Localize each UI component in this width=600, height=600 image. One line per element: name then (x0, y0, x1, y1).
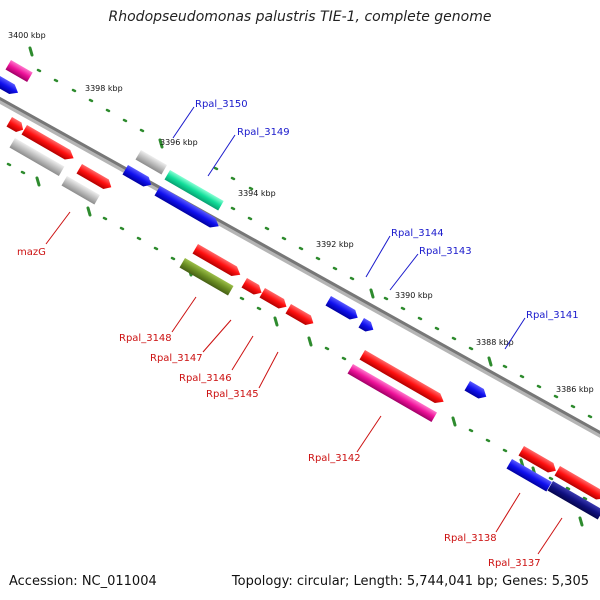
gene-arrow[interactable] (76, 164, 115, 192)
tick-label: 3394 kbp (238, 189, 276, 198)
gene-arrow[interactable] (154, 186, 222, 231)
gene-arrow[interactable] (241, 278, 265, 298)
accession-text: Accession: NC_011004 (9, 574, 157, 589)
gene-arrow[interactable] (61, 176, 100, 205)
gene-arrow[interactable] (5, 60, 33, 83)
tick-label: 3390 kbp (395, 291, 433, 300)
gene-arrow[interactable] (285, 304, 317, 328)
gene-label[interactable]: Rpal_3147 (150, 353, 203, 364)
gene-arrow[interactable] (358, 318, 377, 335)
gene-arrow[interactable] (0, 76, 21, 98)
gene-arrow[interactable] (179, 258, 234, 296)
gene-label[interactable]: Rpal_3137 (488, 558, 541, 569)
gene-arrow[interactable] (347, 364, 438, 423)
tick-marks-major (28, 46, 584, 527)
leader-lines-reverse (45, 211, 563, 555)
gene-features (0, 60, 600, 520)
gene-arrow[interactable] (554, 466, 600, 503)
gene-label[interactable]: Rpal_3148 (119, 333, 172, 344)
gene-labels-forward: Rpal_3150 Rpal_3149 Rpal_3144 Rpal_3143 … (195, 99, 579, 321)
tick-label: 3388 kbp (476, 338, 514, 347)
topology-text: Topology: circular; Length: 5,744,041 bp… (231, 574, 589, 589)
gene-arrow[interactable] (547, 481, 600, 520)
map-title: Rhodopseudomonas palustris TIE-1, comple… (108, 9, 492, 25)
gene-arrow[interactable] (122, 165, 154, 190)
gene-label[interactable]: Rpal_3142 (308, 453, 361, 464)
backbone (0, 96, 600, 435)
gene-label[interactable]: mazG (17, 247, 46, 258)
tick-label: 3396 kbp (160, 138, 198, 147)
gene-arrow[interactable] (164, 170, 224, 211)
tick-label: 3400 kbp (8, 31, 46, 40)
gene-arrow[interactable] (518, 446, 559, 476)
tick-dots-upper (36, 68, 593, 419)
gene-arrow[interactable] (325, 296, 361, 323)
backbone-shadow (0, 97, 600, 438)
leader-lines-forward (172, 106, 526, 350)
gene-labels-reverse: mazG Rpal_3148 Rpal_3147 Rpal_3146 Rpal_… (17, 247, 541, 569)
gene-arrow[interactable] (21, 125, 77, 163)
gene-arrow[interactable] (6, 117, 26, 135)
gene-label[interactable]: Rpal_3144 (391, 228, 444, 239)
gene-label[interactable]: Rpal_3146 (179, 373, 232, 384)
gene-label[interactable]: Rpal_3149 (237, 127, 290, 138)
gene-arrow[interactable] (506, 459, 552, 492)
gene-arrow[interactable] (9, 138, 65, 177)
gene-label[interactable]: Rpal_3143 (419, 246, 472, 257)
gene-arrow[interactable] (135, 150, 167, 175)
gene-label[interactable]: Rpal_3138 (444, 533, 497, 544)
gene-label[interactable]: Rpal_3141 (526, 310, 579, 321)
gene-label[interactable]: Rpal_3150 (195, 99, 248, 110)
tick-label: 3398 kbp (85, 84, 123, 93)
gene-arrow[interactable] (259, 288, 290, 312)
gene-label[interactable]: Rpal_3145 (206, 389, 259, 400)
gene-arrow[interactable] (464, 381, 490, 402)
tick-label: 3392 kbp (316, 240, 354, 249)
tick-dots-lower (6, 162, 588, 501)
tick-label: 3386 kbp (556, 385, 594, 394)
tick-labels: 3400 kbp 3398 kbp 3396 kbp 3394 kbp 3392… (8, 31, 594, 394)
gene-arrow[interactable] (359, 350, 447, 407)
gene-arrow[interactable] (192, 244, 244, 280)
